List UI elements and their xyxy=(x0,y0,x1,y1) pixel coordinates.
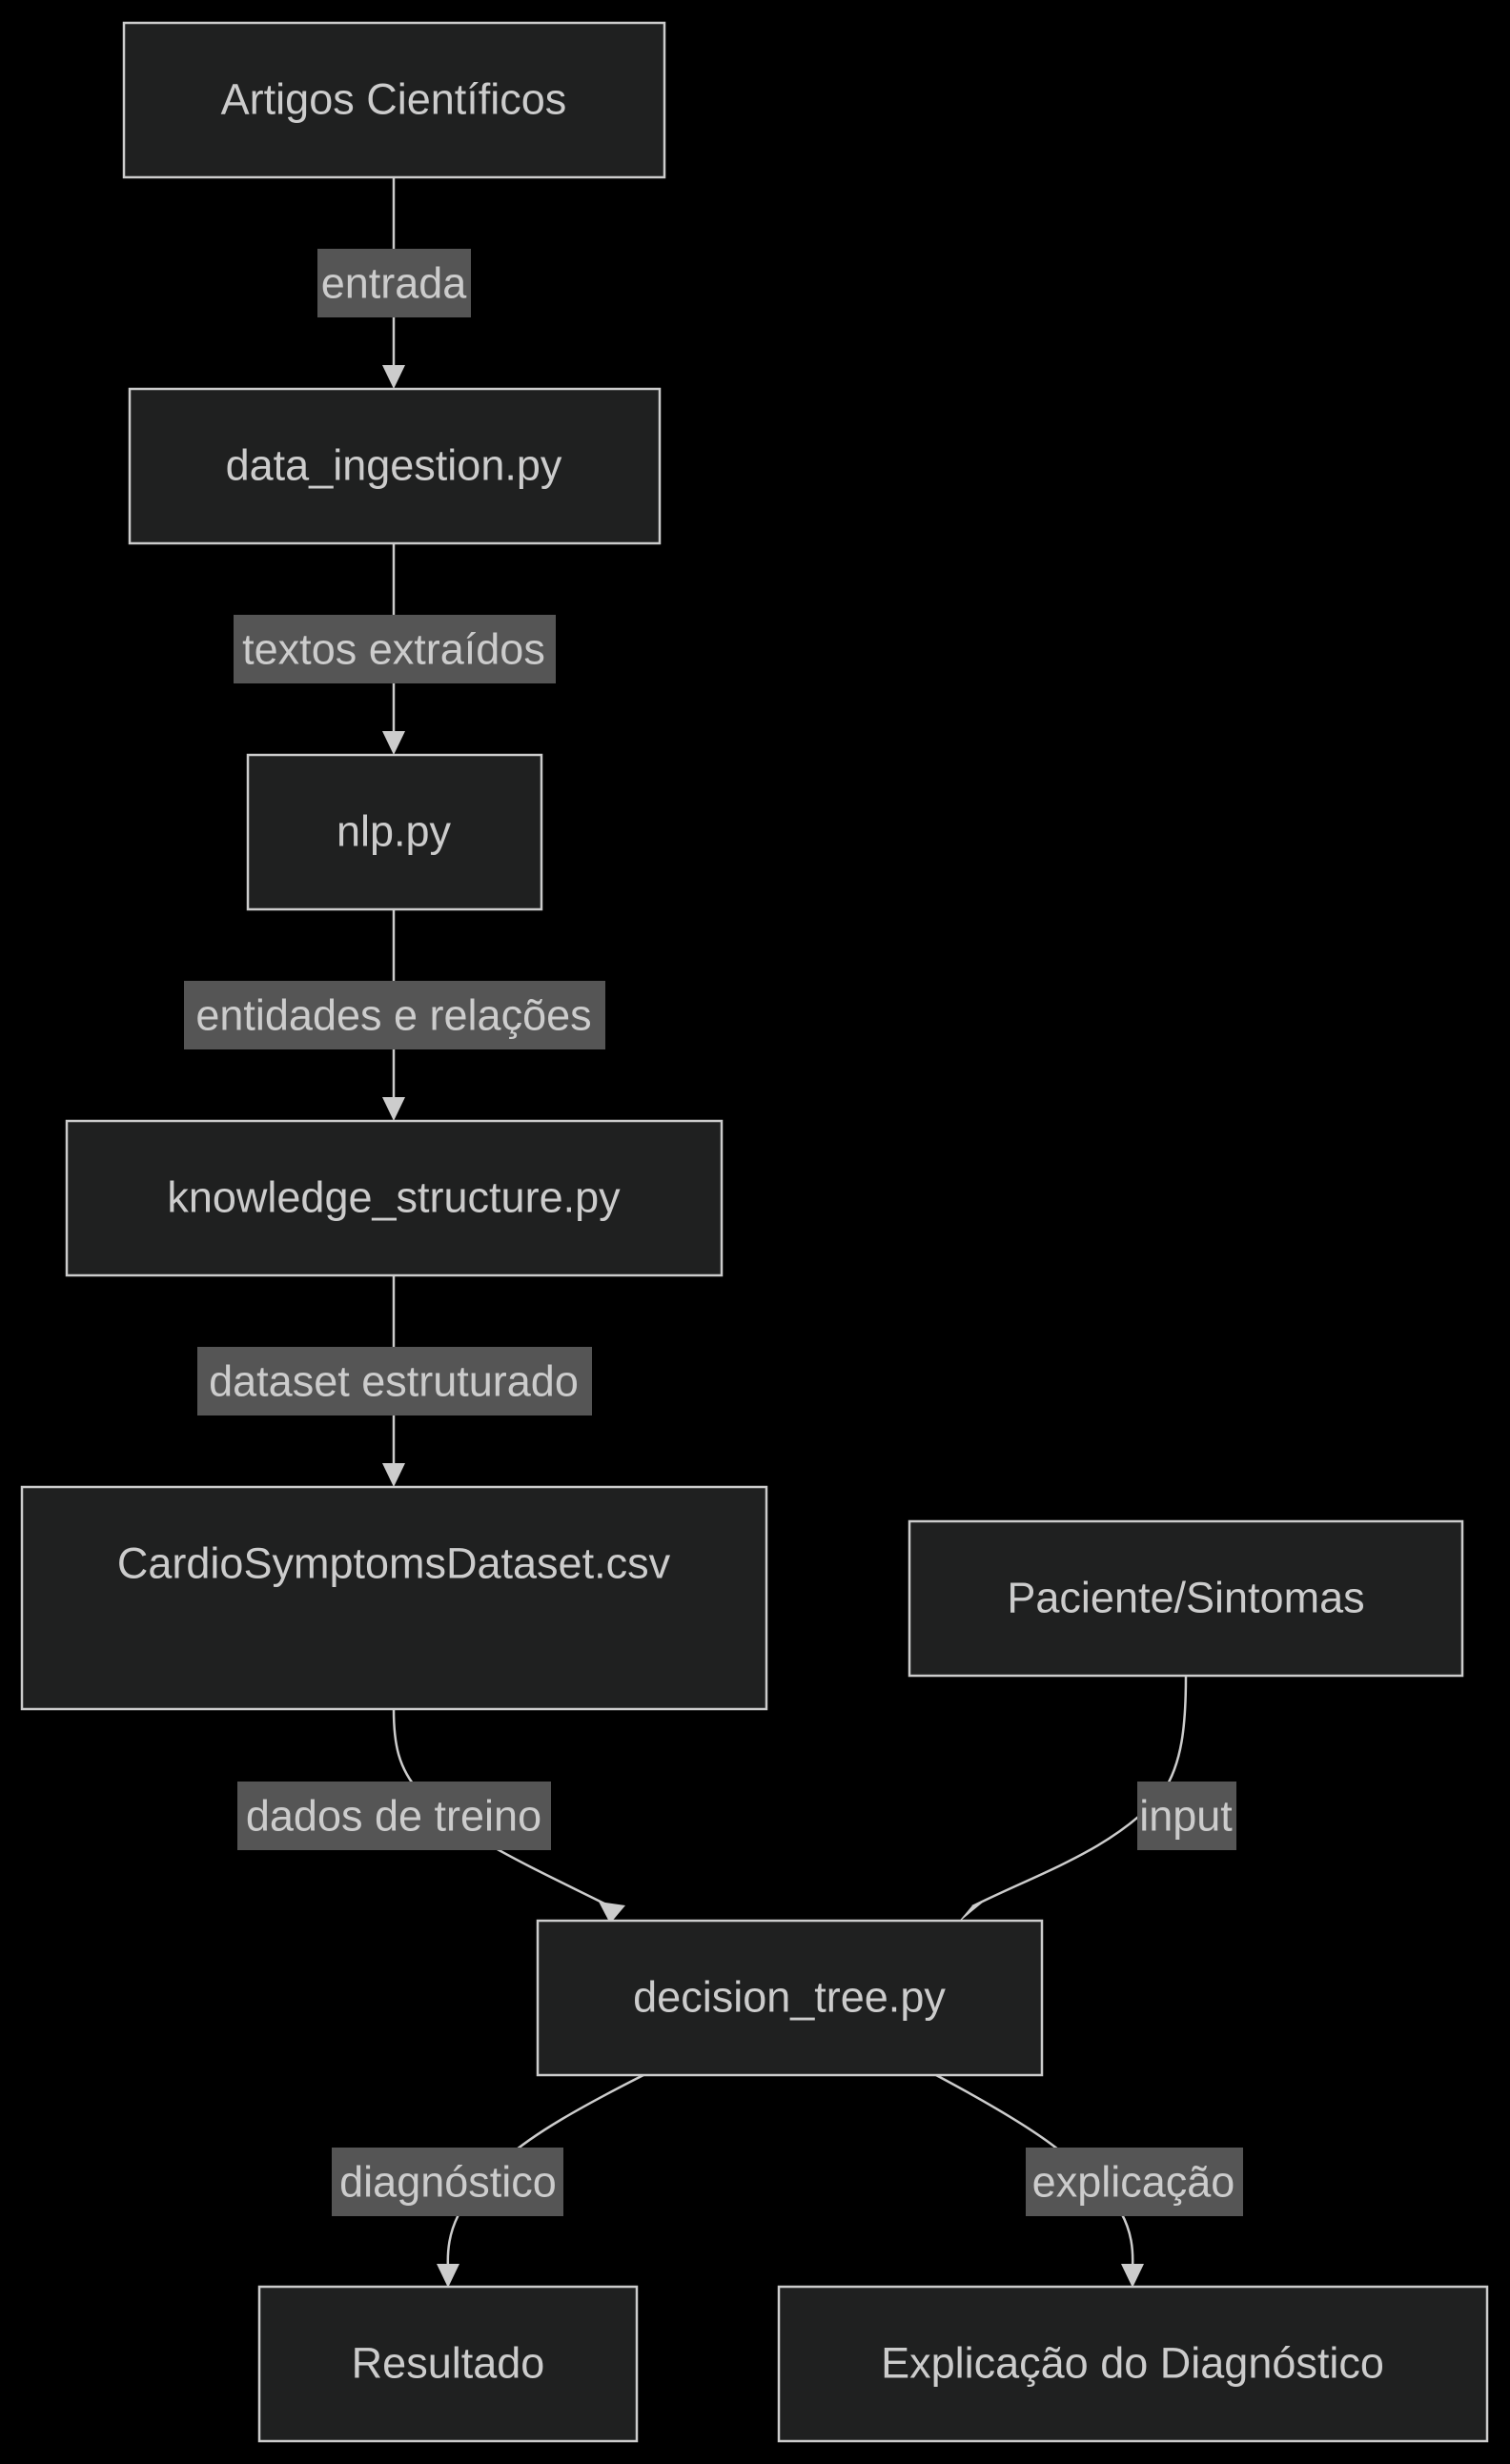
edge-label-dataset-estruturado-text: dataset estruturado xyxy=(209,1357,579,1406)
node-explicacao-diagnostico-label: Explicação do Diagnóstico xyxy=(881,2339,1384,2388)
node-decision-tree-label: decision_tree.py xyxy=(633,1973,946,2022)
edge-label-entrada: entrada xyxy=(317,249,471,317)
node-nlp: nlp.py xyxy=(246,753,543,911)
edge-label-dados-de-treino: dados de treino xyxy=(237,1782,551,1850)
edge-label-explicacao-text: explicação xyxy=(1032,2158,1235,2207)
node-knowledge-structure-label: knowledge_structure.py xyxy=(167,1173,621,1222)
node-decision-tree: decision_tree.py xyxy=(536,1919,1044,2077)
edge-label-input: input xyxy=(1137,1782,1236,1850)
edge-label-entidades-relacoes-text: entidades e relações xyxy=(195,991,591,1040)
edge-label-diagnostico-text: diagnóstico xyxy=(339,2158,557,2207)
node-data-ingestion-label: data_ingestion.py xyxy=(226,441,562,490)
node-resultado: Resultado xyxy=(257,2285,639,2443)
node-knowledge-structure: knowledge_structure.py xyxy=(65,1119,724,1277)
edge-label-textos-extraidos-text: textos extraídos xyxy=(242,625,545,674)
node-nlp-label: nlp.py xyxy=(337,807,452,856)
node-data-ingestion: data_ingestion.py xyxy=(128,387,662,545)
edge-label-input-text: input xyxy=(1139,1792,1233,1841)
edge-label-dataset-estruturado: dataset estruturado xyxy=(197,1347,592,1415)
node-paciente-sintomas-label: Paciente/Sintomas xyxy=(1007,1574,1364,1622)
edge-label-explicacao: explicação xyxy=(1026,2148,1243,2216)
node-resultado-label: Resultado xyxy=(352,2339,545,2388)
edge-label-entrada-text: entrada xyxy=(321,259,468,308)
node-paciente-sintomas: Paciente/Sintomas xyxy=(908,1519,1464,1678)
node-cardio-symptoms-dataset: CardioSymptomsDataset.csv xyxy=(20,1485,768,1711)
edge-label-diagnostico: diagnóstico xyxy=(332,2148,563,2216)
edge-label-textos-extraidos: textos extraídos xyxy=(234,615,556,683)
node-artigos-cientificos-label: Artigos Científicos xyxy=(221,75,567,124)
node-explicacao-diagnostico: Explicação do Diagnóstico xyxy=(777,2285,1489,2443)
node-artigos-cientificos: Artigos Científicos xyxy=(122,21,666,179)
edge-label-entidades-relacoes: entidades e relações xyxy=(184,981,605,1049)
node-cardio-symptoms-dataset-label: CardioSymptomsDataset.csv xyxy=(117,1539,671,1588)
edge-label-dados-de-treino-text: dados de treino xyxy=(246,1792,541,1841)
